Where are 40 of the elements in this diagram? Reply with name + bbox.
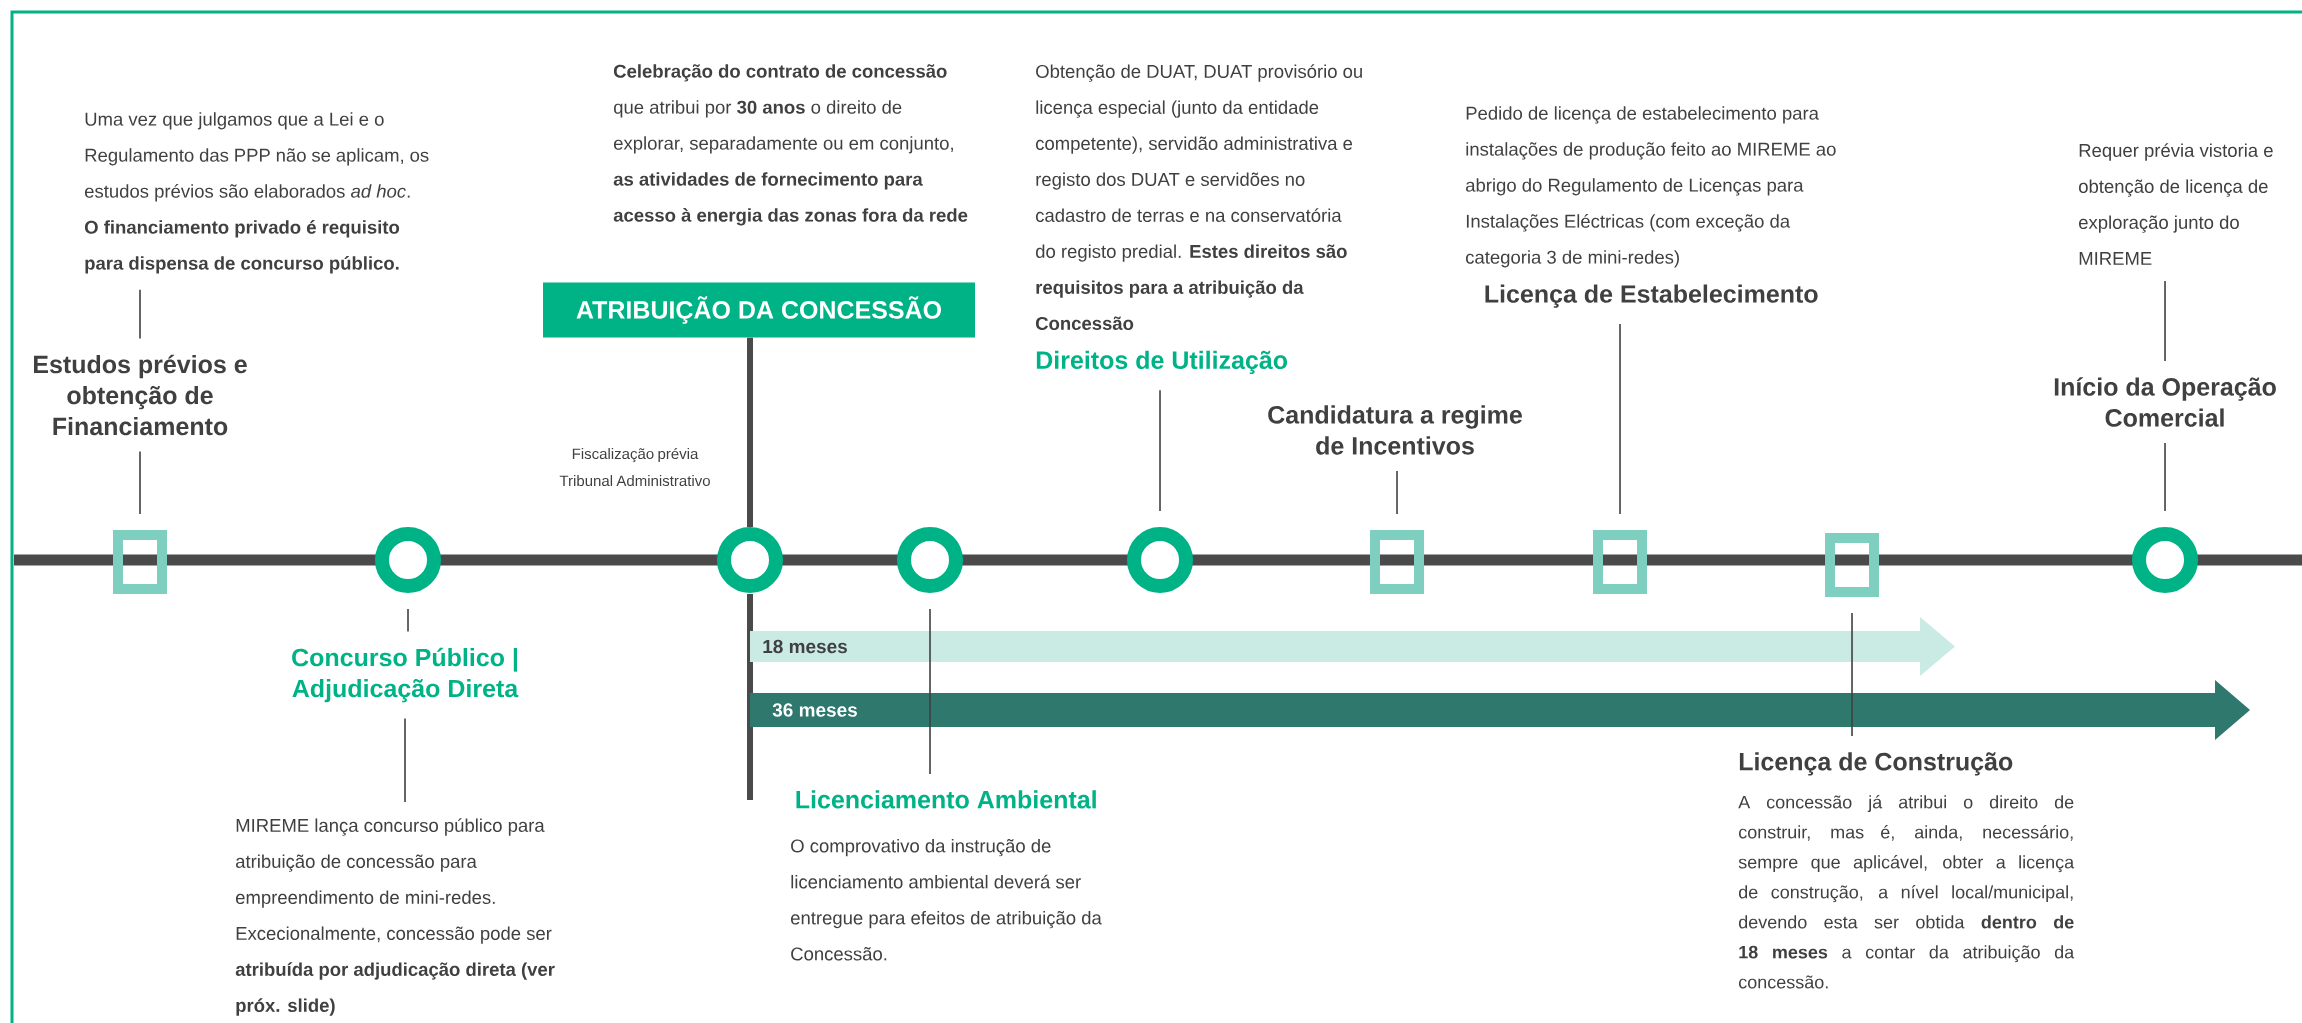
leader-line [139, 288, 141, 340]
milestone-title: Direitos de Utilização [1036, 350, 1288, 374]
banner-box: ATRIBUIÇÃO DA CONCESSÃO [543, 282, 975, 338]
description-text: Requer prévia vistoria e obtenção de licença de exploração junto do MIREME [2079, 143, 2273, 265]
square-marker [1370, 530, 1424, 594]
circle-marker [375, 527, 441, 593]
leader-line [1396, 470, 1398, 515]
leader-line [407, 608, 409, 633]
duration-bar: 36 meses [750, 680, 2251, 740]
square-marker [113, 530, 167, 594]
leader-line [2164, 442, 2166, 512]
milestone-title: Licença de Estabelecimento [1485, 284, 1818, 308]
milestone-title: Licenciamento Ambiental [796, 790, 1096, 809]
note-text: Fiscalização prévia Tribunal Administrativo [559, 447, 710, 487]
description-text: O comprovativo da instrução de licenciamento ambiental deverá ser entregue para efeitos de atribuição da Concessão. [791, 838, 1102, 961]
milestone-title: Início da Operação Comercial [2054, 377, 2276, 427]
circle-marker [897, 527, 963, 593]
leader-line [1851, 612, 1853, 737]
leader-line [2164, 280, 2166, 362]
description-text: Pedido de licença de estabelecimento para instalações de produção feito ao MIREME ao abrigo do Regulamento de Licenças para Instalações Eléctricas (com exceção da categoria 3 de mini-redes) [1466, 106, 1836, 268]
leader-line [404, 717, 406, 803]
milestone-title: Licença de Construção [1739, 752, 2013, 776]
square-marker [1593, 530, 1647, 594]
description-text: A concessão já atribui o direito de construir, mas é, ainda, necessário, sempre que aplicável, obter a licença de construção, a nível local/municipal, devendo esta ser obtida dentro de 18 meses a contar da atribuição da concessão. [1738, 795, 2075, 989]
circle-marker [1127, 527, 1193, 593]
circle-marker [2132, 527, 2199, 593]
milestone-title: Candidatura a regime de Incentivos [1268, 405, 1522, 455]
leader-line [929, 608, 931, 775]
milestone-title: Concurso Público | Adjudicação Direta [292, 647, 519, 703]
leader-line [1159, 389, 1161, 512]
leader-line [1619, 323, 1621, 515]
duration-bar: 18 meses [750, 617, 1956, 676]
description-text: Obtenção de DUAT, DUAT provisório ou licença especial (junto da entidade competente), servidão administrativa e registo dos DUAT e servidões no cadastro de terras e na conservatória do registo predial. Estes direitos são requisitos para a atribuição da Concessão [1035, 64, 1362, 330]
description-text: MIREME lança concurso público para atribuição de concessão para empreendimento de mini-redes. Excecionalmente, concessão pode ser atribuída por adjudicação direta (ver próx. slide) [235, 818, 555, 1016]
description-text: Uma vez que julgamos que a Lei e o Regulamento das PPP não se aplicam, os estudos prévios são elaborados ad hoc. O financiamento privado é requisito para dispensa de concurso público. [84, 112, 429, 274]
description-text: Celebração do contrato de concessão que atribui por 30 anos o direito de explorar, separadamente ou em conjunto, as atividades de fornecimento para acesso à energia das zonas fora da rede [613, 64, 968, 226]
milestone-title: Estudos prévios e obtenção de Financiamento [34, 354, 247, 436]
circle-marker [717, 527, 783, 593]
square-marker [1825, 533, 1879, 597]
leader-line [139, 450, 141, 515]
